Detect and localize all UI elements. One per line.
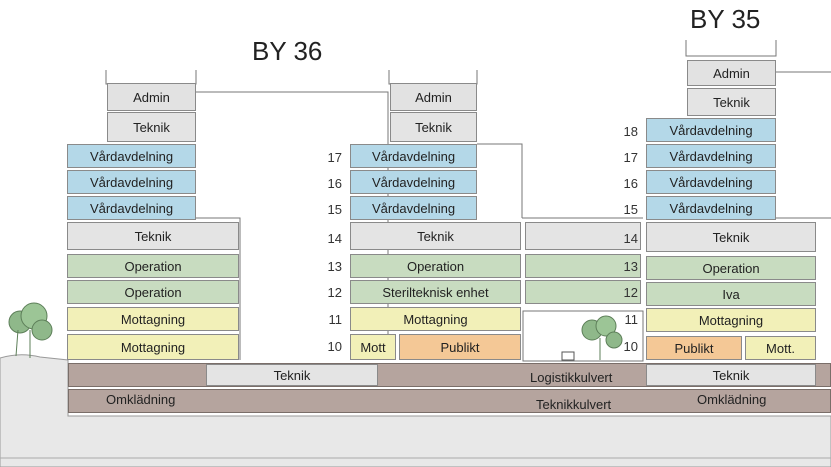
- block-vardavdelning: Vårdavdelning: [350, 144, 477, 168]
- floor-number: 11: [328, 312, 343, 327]
- label-logistikkulvert: Logistikkulvert: [530, 370, 613, 385]
- label-omkladning: Omklädning: [697, 392, 767, 407]
- floor-number: 12: [327, 285, 342, 300]
- block-publikt: Publikt: [646, 336, 742, 360]
- floor-number: 17: [623, 150, 638, 165]
- block-connector: [525, 222, 641, 250]
- building-title-by35: BY 35: [690, 4, 761, 34]
- floor-number: 13: [327, 259, 342, 274]
- floor-number: 16: [623, 176, 638, 191]
- block-operation: Operation: [350, 254, 521, 278]
- block-mott: Mott: [350, 334, 396, 360]
- block-admin: Admin: [107, 83, 196, 111]
- block-mottagning: Mottagning: [350, 307, 521, 331]
- block-teknik: Teknik: [206, 364, 378, 386]
- block-mottagning: Mottagning: [646, 308, 816, 332]
- block-teknik: Teknik: [646, 222, 816, 252]
- floor-number: 10: [327, 339, 342, 354]
- block-teknik: Teknik: [390, 112, 477, 142]
- floor-number: 12: [623, 285, 638, 300]
- block-admin: Admin: [390, 83, 477, 111]
- block-vardavdelning: Vårdavdelning: [646, 170, 776, 194]
- block-operation: Operation: [67, 254, 239, 278]
- floor-number: 10: [623, 339, 638, 354]
- block-iva: Iva: [646, 282, 816, 306]
- floor-number: 15: [327, 202, 342, 217]
- block-vardavdelning: Vårdavdelning: [67, 196, 196, 220]
- block-vardavdelning: Vårdavdelning: [646, 196, 776, 220]
- block-mottagning: Mottagning: [67, 334, 239, 360]
- block-vardavdelning: Vårdavdelning: [67, 144, 196, 168]
- block-teknik: Teknik: [67, 222, 239, 250]
- floor-number: 17: [327, 150, 342, 165]
- block-mott: Mott.: [745, 336, 816, 360]
- block-vardavdelning: Vårdavdelning: [350, 170, 477, 194]
- tree-icon: [8, 302, 53, 358]
- floor-number: 14: [327, 231, 342, 246]
- label-teknikkulvert: Teknikkulvert: [536, 397, 612, 412]
- block-connector: [525, 254, 641, 278]
- block-teknik: Teknik: [687, 88, 776, 116]
- block-vardavdelning: Vårdavdelning: [350, 196, 477, 220]
- block-teknik: Teknik: [350, 222, 521, 250]
- block-publikt: Publikt: [399, 334, 521, 360]
- building-title-by36: BY 36: [252, 36, 323, 66]
- basement-level-2: [68, 389, 831, 413]
- block-vardavdelning: Vårdavdelning: [646, 118, 776, 142]
- label-omkladning: Omklädning: [106, 392, 176, 407]
- floor-number: 11: [624, 312, 639, 327]
- block-operation: Operation: [67, 280, 239, 304]
- tree-icon: [581, 315, 623, 360]
- block-vardavdelning: Vårdavdelning: [646, 144, 776, 168]
- floor-number: 13: [623, 259, 638, 274]
- block-vardavdelning: Vårdavdelning: [67, 170, 196, 194]
- block-teknik: Teknik: [646, 364, 816, 386]
- block-operation: Operation: [646, 256, 816, 280]
- block-admin: Admin: [687, 60, 776, 86]
- block-teknik: Teknik: [107, 112, 196, 142]
- block-connector: [525, 280, 641, 304]
- floor-number: 16: [327, 176, 342, 191]
- floor-number: 14: [623, 231, 638, 246]
- block-mottagning: Mottagning: [67, 307, 239, 331]
- ground-area: [0, 354, 831, 467]
- floor-number: 15: [623, 202, 638, 217]
- block-sterilteknisk-enhet: Sterilteknisk enhet: [350, 280, 521, 304]
- floor-number: 18: [623, 124, 638, 139]
